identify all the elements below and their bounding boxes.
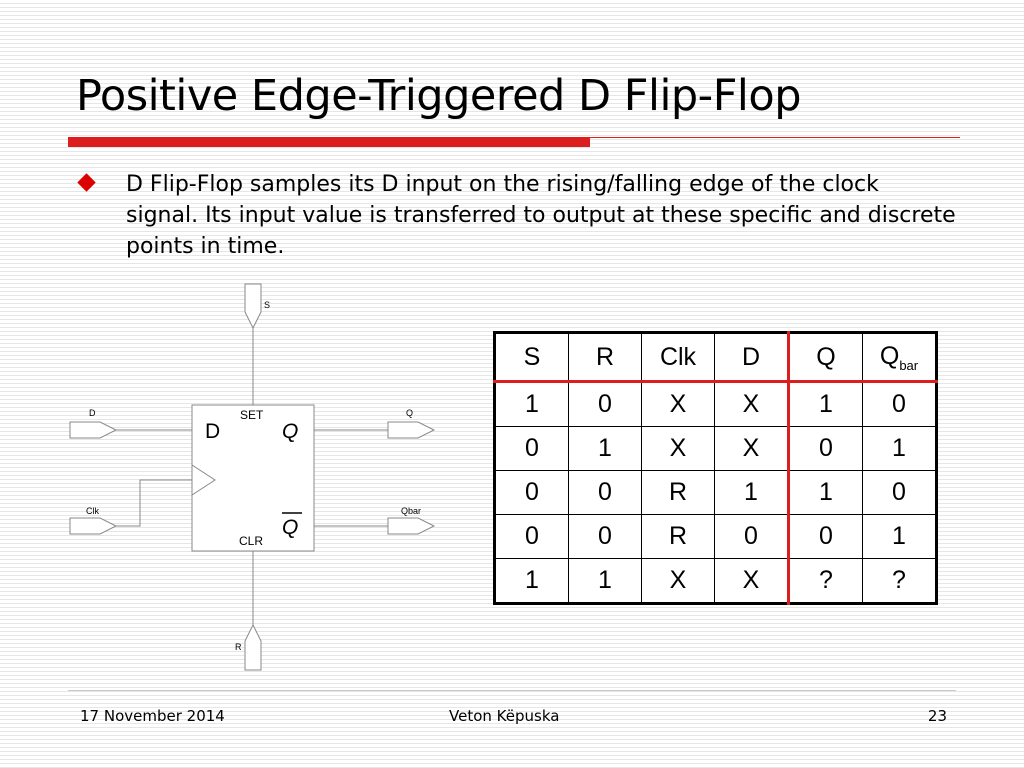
block-label-d: D: [205, 420, 220, 443]
port-d-arrow: [69, 421, 118, 439]
header-qbar: Qbar: [862, 332, 937, 383]
pin-label-d: D: [89, 408, 96, 418]
table-cell: 0: [862, 470, 937, 515]
table-cell: 0: [568, 470, 642, 515]
port-s-arrow: [244, 283, 262, 330]
block-label-set: SET: [240, 408, 264, 422]
table-cell: R: [641, 514, 715, 559]
truth-table: S R Clk D Q Qbar 1 0 X X 1 0 0 1 X X 0 1…: [493, 331, 938, 605]
table-cell: X: [714, 426, 790, 471]
table-row: 1 1 X X ? ?: [494, 558, 937, 604]
table-cell: 0: [494, 514, 569, 559]
footer-date: 17 November 2014: [80, 707, 225, 725]
pin-label-q: Q: [406, 408, 413, 418]
table-cell: X: [641, 381, 715, 427]
table-cell: 1: [788, 470, 863, 515]
table-cell: 0: [862, 381, 937, 427]
table-cell: 0: [568, 514, 642, 559]
footer-page-number: 23: [927, 707, 947, 725]
table-cell: ?: [862, 558, 937, 604]
header-q: Q: [788, 332, 863, 383]
table-cell: X: [714, 558, 790, 604]
header-s: S: [494, 332, 569, 383]
table-row: 0 0 R 0 0 1: [494, 514, 937, 559]
table-cell: 1: [862, 426, 937, 471]
header-qbar-base: Q: [879, 341, 900, 370]
table-cell: 0: [494, 426, 569, 471]
table-cell: 1: [788, 381, 863, 427]
table-cell: 1: [862, 514, 937, 559]
port-clk-arrow: [69, 517, 118, 535]
header-qbar-subscript: bar: [899, 357, 919, 373]
header-r: R: [568, 332, 642, 383]
table-cell: 0: [714, 514, 790, 559]
table-cell: X: [641, 426, 715, 471]
table-cell: 1: [714, 470, 790, 515]
block-label-q: Q: [282, 420, 298, 443]
block-label-qbar: Q: [282, 516, 298, 539]
table-cell: X: [714, 381, 790, 427]
table-row: 0 1 X X 0 1: [494, 426, 937, 471]
flip-flop-block: [191, 404, 315, 552]
bullet-text: D Flip-Flop samples its D input on the r…: [126, 172, 956, 259]
pin-label-r: R: [235, 642, 242, 652]
truth-table-header: S R Clk D Q Qbar: [494, 332, 937, 383]
table-cell: 1: [494, 558, 569, 604]
footer-author: Veton Këpuska: [449, 707, 560, 725]
title-underline: [68, 137, 590, 147]
table-cell: X: [641, 558, 715, 604]
table-cell: 0: [568, 381, 642, 427]
block-label-clr: CLR: [239, 534, 263, 548]
table-cell: 1: [568, 558, 642, 604]
table-cell: R: [641, 470, 715, 515]
pin-label-clk: Clk: [86, 506, 99, 516]
table-row: 0 0 R 1 1 0: [494, 470, 937, 515]
pin-label-qbar: Qbar: [401, 506, 421, 516]
header-d: D: [714, 332, 790, 383]
table-row: 1 0 X X 1 0: [494, 381, 937, 427]
clock-edge-indicator: [191, 464, 216, 496]
table-cell: 1: [494, 381, 569, 427]
slide-title: Positive Edge-Triggered D Flip-Flop: [76, 71, 802, 121]
header-clk: Clk: [641, 332, 715, 383]
table-cell: ?: [788, 558, 863, 604]
table-cell: 0: [788, 426, 863, 471]
port-q-arrow: [387, 421, 436, 439]
port-r-arrow: [244, 623, 262, 671]
wire-clk: [116, 479, 192, 527]
pin-label-s: S: [264, 300, 270, 310]
table-cell: 0: [788, 514, 863, 559]
table-cell: 0: [494, 470, 569, 515]
table-cell: 1: [568, 426, 642, 471]
footer-divider: [68, 690, 956, 691]
port-qbar-arrow: [387, 517, 436, 535]
title-underline-thin: [590, 137, 960, 138]
